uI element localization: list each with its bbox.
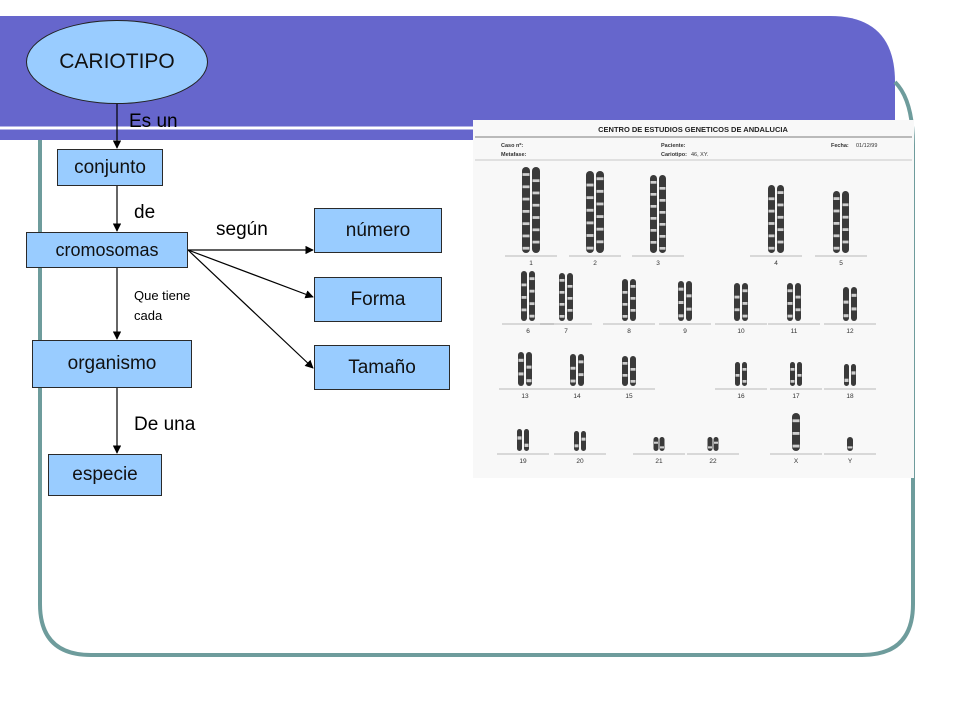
karyo-caso-label: Caso nº: — [501, 143, 523, 149]
chromosome-pair: 14 — [551, 354, 603, 400]
node-tamano: Tamaño — [314, 345, 450, 390]
chromosome-label: 21 — [655, 458, 663, 465]
chromosome-label: Y — [848, 458, 853, 465]
chromosome-label: 2 — [593, 260, 597, 267]
chromosome-label: 7 — [564, 328, 568, 335]
chromosome-pair: 3 — [632, 175, 684, 267]
chromosome-label: 6 — [526, 328, 530, 335]
chromosome-pair: 21 — [633, 437, 685, 465]
chromosome-pair: 22 — [687, 437, 739, 465]
chromosome-label: X — [794, 458, 799, 465]
chromosome-pair: 18 — [824, 364, 876, 400]
chromosome-label: 14 — [573, 393, 581, 400]
chromosome-label: 12 — [846, 328, 854, 335]
karyo-paciente-label: Paciente: — [661, 143, 686, 149]
karyo-fecha-value: 01/12/99 — [856, 143, 877, 149]
karyotype-image: CENTRO DE ESTUDIOS GENETICOS DE ANDALUCI… — [473, 120, 914, 478]
chromosome-pair: 16 — [715, 362, 767, 400]
chromosome-pair: X — [770, 413, 822, 465]
arrow-cromosomas-tamano — [187, 249, 314, 369]
chromosome-pair: 9 — [659, 281, 711, 335]
chromosome-pair: 11 — [768, 283, 820, 335]
frame-border — [38, 80, 915, 657]
chromosome-pair: 1 — [505, 167, 557, 267]
chromosome-label: 13 — [521, 393, 529, 400]
node-forma: Forma — [314, 277, 442, 322]
chromosome-pair: 13 — [499, 352, 551, 400]
chromosome-label: 3 — [656, 260, 660, 267]
chromosome-label: 19 — [519, 458, 527, 465]
chromosome-pair: 7 — [540, 273, 592, 335]
chromosome-pair: 20 — [554, 431, 606, 465]
header-band — [0, 16, 895, 140]
chromosome-label: 16 — [737, 393, 745, 400]
chromosome-label: 17 — [792, 393, 800, 400]
chromosome-label: 9 — [683, 328, 687, 335]
arrow-cromosomas-forma — [187, 249, 314, 299]
node-especie: especie — [48, 454, 162, 496]
chromosome-label: 10 — [737, 328, 745, 335]
chromosome-label: 22 — [709, 458, 717, 465]
karyo-fecha-label: Fecha: — [831, 143, 849, 149]
edge-label-es-un: Es un — [129, 111, 178, 132]
edge-label-que-tiene: Que tiene cada — [134, 286, 190, 326]
chromosome-label: 11 — [791, 328, 798, 335]
chromosome-label: 15 — [625, 393, 633, 400]
chromosome-pair: Y — [824, 437, 876, 465]
chromosome-label: 20 — [576, 458, 584, 465]
chromosome-label: 18 — [846, 393, 854, 400]
chromosome-pair: 15 — [603, 356, 655, 400]
node-conjunto: conjunto — [57, 149, 163, 186]
chromosome-label: 8 — [627, 328, 631, 335]
chromosome-pair: 6 — [502, 271, 554, 335]
chromosome-pair: 5 — [815, 191, 867, 267]
edge-label-que-tiene-line2: cada — [134, 308, 163, 323]
chromosome-label: 4 — [774, 260, 778, 267]
chromosome-pair: 8 — [603, 279, 655, 335]
edge-label-de: de — [134, 202, 156, 223]
chromosome-pair: 2 — [569, 171, 621, 267]
node-cromosomas: cromosomas — [26, 232, 188, 268]
chromosome-label: 5 — [839, 260, 843, 267]
chromosome-pair: 10 — [715, 283, 767, 335]
edge-label-que-tiene-line1: Que tiene — [134, 288, 191, 303]
node-numero: número — [314, 208, 442, 253]
title-node: CARIOTIPO — [26, 20, 208, 104]
chromosome-pair: 17 — [770, 362, 822, 400]
karyo-metafase-label: Metafase: — [501, 152, 527, 158]
chromosome-pair: 4 — [750, 185, 802, 267]
karyo-header: CENTRO DE ESTUDIOS GENETICOS DE ANDALUCI… — [598, 125, 788, 134]
node-organismo: organismo — [32, 340, 192, 388]
karyo-cariotipo-label: Cariotipo: — [661, 152, 687, 158]
chromosome-pair: 19 — [497, 429, 549, 465]
chromosome-pair: 12 — [824, 287, 876, 335]
karyo-cariotipo-value: 46, XY. — [691, 152, 709, 158]
edge-label-de-una: De una — [134, 414, 196, 435]
edge-label-segun: según — [216, 219, 268, 240]
chromosome-label: 1 — [529, 260, 533, 267]
